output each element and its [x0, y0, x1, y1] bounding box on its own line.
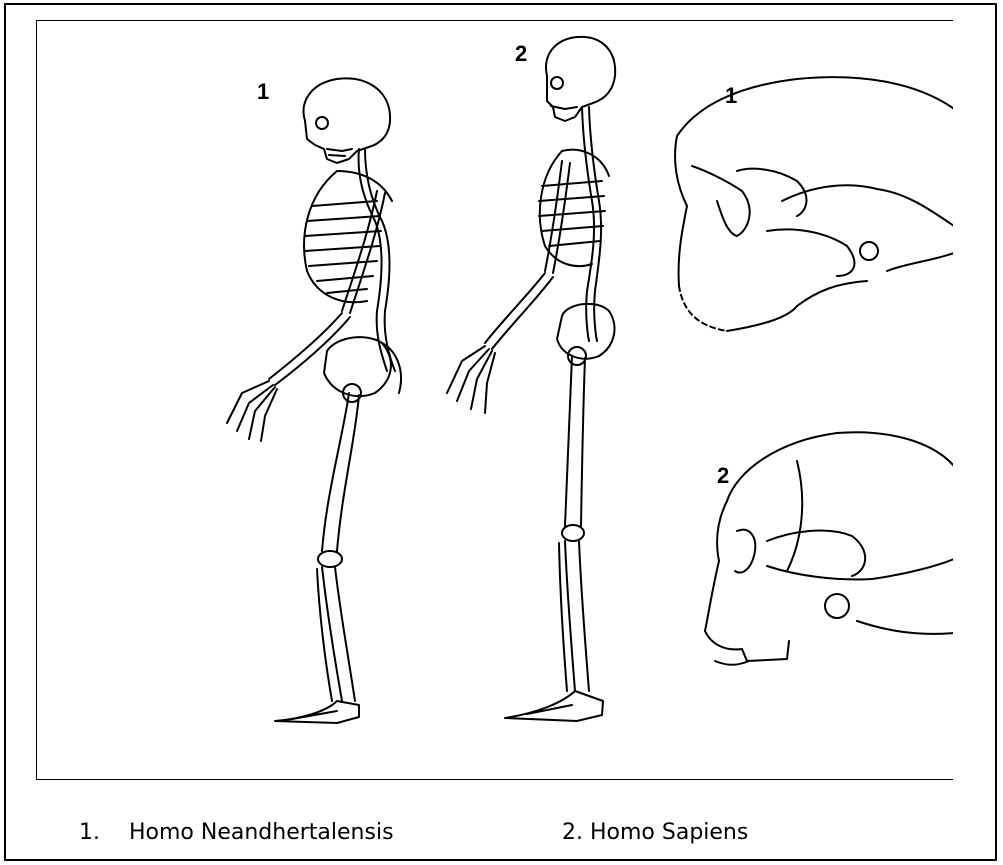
figure-frame: 1 2 1 2 — [36, 20, 953, 780]
skeleton-1-label: 1 — [257, 79, 269, 105]
sapiens-skull — [705, 432, 953, 665]
sapiens-skeleton — [447, 37, 615, 721]
outer-frame: 1 2 1 2 1. Homo Neandhertalensis 2. Homo… — [4, 3, 997, 861]
skull-1-label: 1 — [725, 83, 737, 109]
skeleton-illustration — [37, 21, 953, 780]
neanderthal-skeleton — [227, 78, 401, 723]
skeleton-2-label: 2 — [515, 41, 527, 67]
caption-item-1-number: 1. — [79, 820, 100, 845]
caption-item-2: 2. Homo Sapiens — [562, 820, 748, 845]
neanderthal-skull — [675, 77, 953, 331]
skull-2-label: 2 — [717, 463, 729, 489]
caption-item-1-text: Homo Neandhertalensis — [129, 820, 394, 845]
